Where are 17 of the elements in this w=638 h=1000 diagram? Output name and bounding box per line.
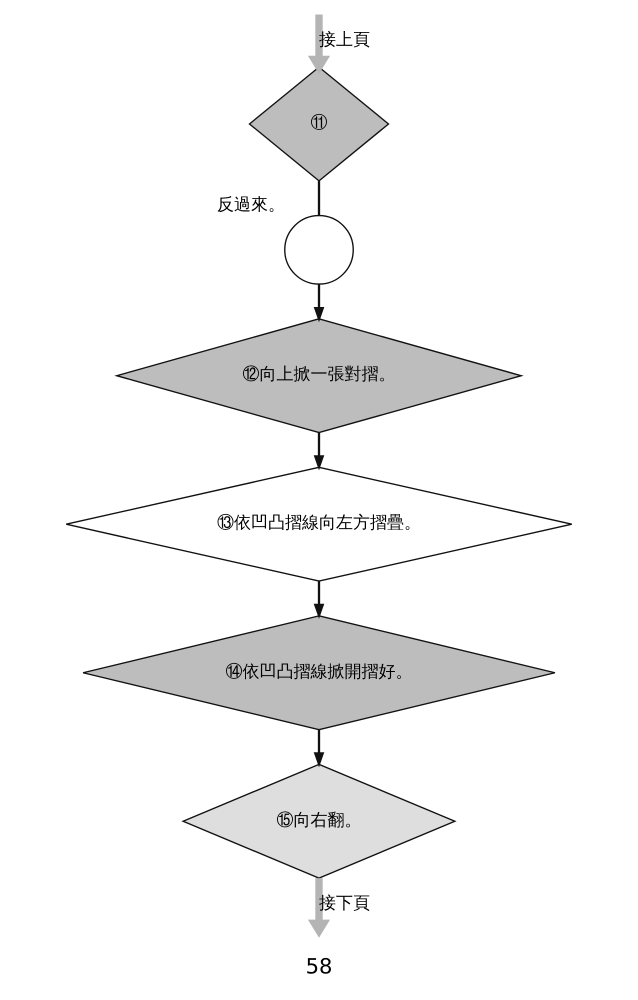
edge-label: 接上頁 <box>318 28 370 49</box>
arrow <box>308 878 330 938</box>
arrow <box>314 432 324 470</box>
node-diamond: ⑭依凹凸摺線掀開摺好。 <box>82 615 556 730</box>
node-diamond: ⑮向右翻。 <box>181 764 457 879</box>
node-label: 反過來。 <box>217 194 286 214</box>
arrow <box>314 284 324 322</box>
node-diamond: ⑫向上掀一張對摺。 <box>114 318 524 434</box>
node-diamond: ⑪ <box>248 66 390 182</box>
arrow <box>314 581 324 619</box>
label: 58 <box>306 953 332 978</box>
node-diamond: ⑬依凹凸摺線向左方摺疊。 <box>66 466 572 582</box>
edge-label: 接下頁 <box>318 892 370 912</box>
node-circle <box>284 214 354 285</box>
connector <box>318 181 320 216</box>
arrow <box>308 14 330 74</box>
arrow <box>314 730 324 768</box>
